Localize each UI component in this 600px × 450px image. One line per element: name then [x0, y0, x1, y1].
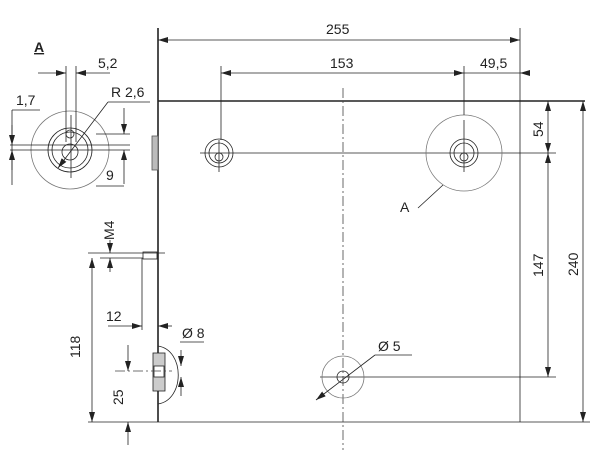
detail-label: A	[34, 39, 44, 55]
dim-thread: M4	[101, 220, 117, 240]
dim-hole-spacing: 153	[330, 55, 354, 71]
detail-radius: R 2,6	[111, 84, 145, 100]
detail-a-keyhole	[10, 66, 130, 190]
grommet	[115, 345, 179, 405]
bottom-hole-diameter: Ø 5	[378, 338, 401, 354]
dim-top-to-holes: 54	[530, 121, 546, 137]
keyhole-left	[204, 138, 234, 172]
dim-screw-depth: 12	[106, 308, 122, 324]
side-screw	[88, 251, 165, 330]
dim-holes-to-bottom: 147	[530, 253, 546, 277]
dim-grommet-diameter: Ø 8	[182, 325, 205, 341]
dim-width-total: 255	[326, 21, 350, 37]
enclosure-outline	[151, 28, 585, 423]
callout-leader	[417, 184, 444, 209]
callout-label: A	[400, 199, 410, 215]
bottom-hole	[315, 354, 412, 401]
dim-screw-height: 118	[67, 335, 83, 358]
detail-offset: 1,7	[16, 92, 36, 108]
dim-grommet-height: 25	[110, 389, 126, 405]
detail-height: 9	[106, 167, 114, 183]
dim-right-offset: 49,5	[480, 55, 507, 71]
detail-slot-width: 5,2	[98, 55, 118, 71]
dim-height-total: 240	[565, 252, 581, 276]
